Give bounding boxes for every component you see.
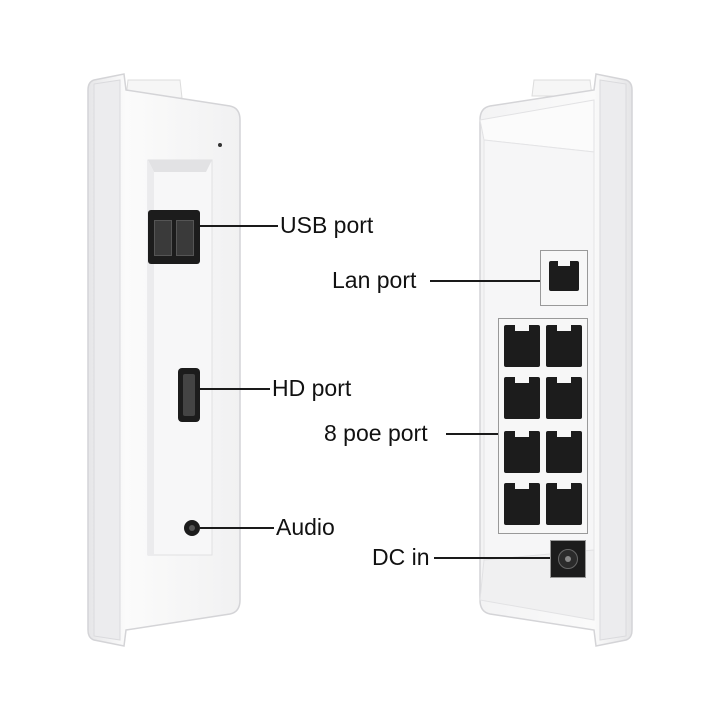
poe-port-notch (515, 376, 529, 383)
lan-port-socket (549, 260, 579, 291)
hd-port-label: HD port (272, 375, 352, 401)
lan-port-label: Lan port (332, 267, 417, 293)
lan-port-callout-line (430, 280, 540, 282)
usb-slot-left (154, 220, 172, 256)
poe-port-block (498, 318, 588, 534)
poe-port-5 (504, 430, 540, 473)
usb-port-label: USB port (280, 212, 374, 238)
left-device-illustration (87, 73, 241, 647)
dc-in-label: DC in (372, 544, 430, 570)
lan-port-notch (558, 260, 570, 266)
audio-jack-hole (189, 525, 195, 531)
poe-port-4 (546, 376, 582, 419)
right-device (470, 60, 640, 660)
audio-jack (184, 520, 200, 536)
audio-label: Audio (276, 514, 335, 540)
poe-port-notch (557, 482, 571, 489)
poe-port-3 (504, 376, 540, 419)
poe-port-notch (515, 430, 529, 437)
poe-port-6 (546, 430, 582, 473)
poe-port-notch (515, 324, 529, 331)
poe-port-notch (557, 430, 571, 437)
poe-port-notch (515, 482, 529, 489)
usb-slot-right (176, 220, 194, 256)
poe-port-notch (557, 324, 571, 331)
poe-port-7 (504, 482, 540, 525)
hd-port-inner (183, 374, 195, 416)
usb-port-callout-line (198, 225, 278, 227)
dc-in-ring (558, 549, 578, 569)
poe-port-1 (504, 324, 540, 367)
left-device (80, 60, 250, 660)
poe-port-2 (546, 324, 582, 367)
poe-port-8 (546, 482, 582, 525)
dc-in-port (550, 540, 586, 578)
hd-port-callout-line (198, 388, 270, 390)
poe-port-callout-line (446, 433, 498, 435)
poe-port-label: 8 poe port (324, 420, 428, 446)
lan-port (540, 250, 588, 306)
audio-callout-line (200, 527, 274, 529)
dc-in-pin (565, 556, 571, 562)
hd-port (178, 368, 200, 422)
usb-port (148, 210, 200, 264)
dc-in-callout-line (434, 557, 550, 559)
poe-port-notch (557, 376, 571, 383)
